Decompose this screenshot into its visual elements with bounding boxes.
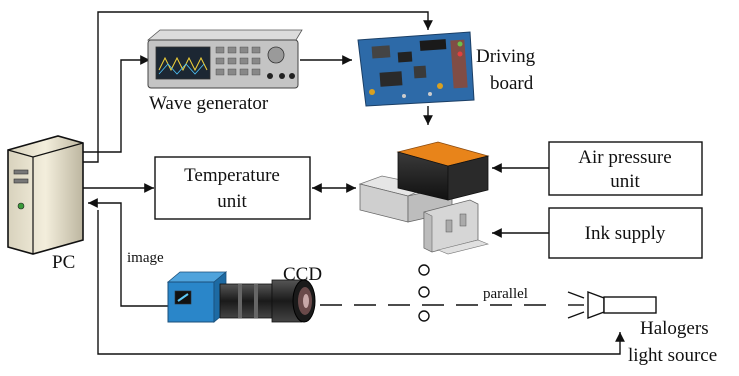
ccd-camera-icon: [166, 271, 316, 323]
pc-to-wave-generator-line: [83, 55, 150, 153]
temperature-unit-box: [154, 156, 311, 220]
ink-supply-box: [548, 207, 703, 259]
droplet: [418, 310, 430, 322]
halogen-label-line2: light source: [628, 345, 717, 366]
air-pressure-unit-label-line2: unit: [610, 171, 640, 192]
wave-generator-icon: [146, 29, 303, 89]
halogen-label-line1: Halogers: [640, 318, 709, 339]
droplet: [418, 286, 430, 298]
ccd-to-pc-image-line: [88, 198, 168, 307]
wave-generator-label: Wave generator: [149, 93, 269, 114]
air-pressure-unit-label-line1: Air pressure: [578, 147, 671, 168]
pc-to-driving-board-line: [83, 11, 433, 163]
connection-lines: [83, 11, 625, 355]
pc-label: PC: [52, 252, 75, 273]
temperature-unit-label-line1: Temperature: [184, 165, 280, 186]
pc-to-halogen-line: [97, 210, 625, 355]
printhead-icon: [358, 141, 490, 255]
driving-board-label-line2: board: [490, 73, 534, 94]
pc-icon: [7, 135, 84, 255]
temperature-unit-label-line2: unit: [217, 191, 247, 212]
image-label: image: [127, 250, 164, 266]
driving-board-label-line1: Driving: [476, 46, 536, 67]
halogen-light-icon: [567, 290, 657, 320]
droplet: [418, 264, 430, 276]
air-pressure-unit-box: [548, 141, 703, 196]
ink-supply-label: Ink supply: [585, 223, 666, 244]
parallel-label: parallel: [483, 286, 528, 302]
droplets: [418, 264, 430, 322]
driving-board-icon: [357, 31, 475, 107]
ccd-label: CCD: [283, 264, 322, 285]
